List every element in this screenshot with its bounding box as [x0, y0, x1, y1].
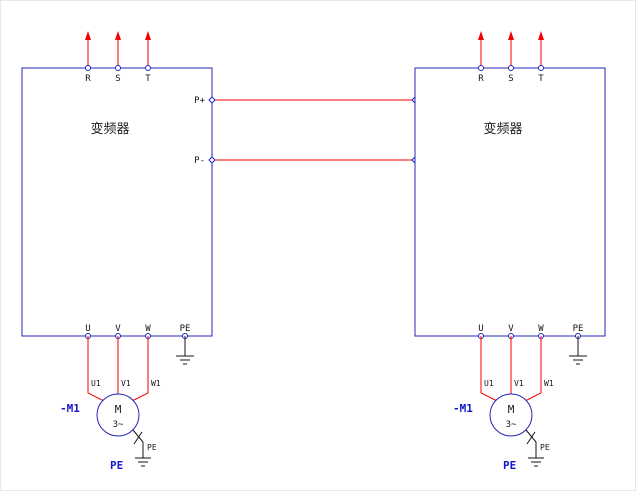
terminal-label-v: V: [115, 324, 121, 334]
inverter-label: 变频器: [483, 121, 522, 137]
motor-pe-line: [132, 429, 144, 443]
terminal-label-u: U: [85, 324, 90, 334]
motor-wire-w: [131, 336, 149, 402]
motor-letter: M: [115, 403, 122, 416]
p-plus-label-left: P+: [194, 96, 205, 106]
dc-terminal-p-plus-left: [208, 96, 216, 104]
inverter-label: 变频器: [90, 121, 129, 137]
motor-circle: [96, 393, 140, 437]
motor-pe-tap-label: PE: [540, 443, 550, 452]
motor-pe-ground-label: PE: [503, 459, 516, 472]
terminal-dot-r: [478, 65, 484, 71]
dc-terminal-p-minus-left: [208, 156, 216, 164]
terminal-label-r: R: [478, 74, 484, 84]
motor-pe-slash-icon: [133, 431, 143, 445]
motor-pe-tap-label: PE: [147, 443, 157, 452]
motor-wire-label-w1: W1: [151, 379, 161, 388]
motor-letter: M: [508, 403, 515, 416]
supply-arrow-t-icon: [145, 31, 151, 40]
inverter-left: 变频器 R S T U V W PE U1 V1 W1 M 3~ -M1: [21, 31, 213, 472]
motor-wire-label-u1: U1: [91, 379, 101, 388]
motor-wire-u: [480, 336, 498, 402]
inverter-box: [21, 67, 213, 337]
terminal-label-w: W: [145, 324, 151, 334]
inverter-box: [414, 67, 606, 337]
motor-wire-label-w1: W1: [544, 379, 554, 388]
motor-tag: -M1: [453, 402, 473, 415]
terminal-label-s: S: [115, 74, 120, 84]
motor-pe-line: [525, 429, 537, 443]
motor-circle: [489, 393, 533, 437]
supply-arrow-r-icon: [478, 31, 484, 40]
terminal-label-w: W: [538, 324, 544, 334]
supply-arrow-r-icon: [85, 31, 91, 40]
motor-pe-slash-icon: [526, 431, 536, 445]
terminal-label-t: T: [538, 74, 544, 84]
motor-wire-label-u1: U1: [484, 379, 494, 388]
motor-wire-u: [87, 336, 105, 402]
terminal-label-t: T: [145, 74, 151, 84]
motor-pe-ground-label: PE: [110, 459, 123, 472]
terminal-label-u: U: [478, 324, 483, 334]
motor-tag: -M1: [60, 402, 80, 415]
motor-wire-label-v1: V1: [121, 379, 131, 388]
motor-wire-label-v1: V1: [514, 379, 524, 388]
motor-wire-w: [524, 336, 542, 402]
motor-earth-symbol-icon: [528, 457, 544, 467]
supply-arrow-s-icon: [508, 31, 514, 40]
terminal-label-v: V: [508, 324, 514, 334]
terminal-dot-r: [85, 65, 91, 71]
motor-phase: 3~: [113, 420, 124, 430]
terminal-label-r: R: [85, 74, 91, 84]
motor-earth-symbol-icon: [135, 457, 151, 467]
terminal-label-pe: PE: [180, 324, 191, 334]
supply-arrow-s-icon: [115, 31, 121, 40]
terminal-dot-t: [145, 65, 151, 71]
earth-symbol-icon: [176, 355, 194, 365]
terminal-dot-t: [538, 65, 544, 71]
earth-symbol-icon: [569, 355, 587, 365]
p-minus-label-left: P-: [194, 156, 205, 166]
supply-arrow-t-icon: [538, 31, 544, 40]
motor-phase: 3~: [506, 420, 517, 430]
inverter-right: 变频器 R S T U V W PE U1 V1 W1 M 3~ -M1: [414, 31, 606, 472]
terminal-label-s: S: [508, 74, 513, 84]
terminal-label-pe: PE: [573, 324, 584, 334]
dc-bus-link: P+ P+ P- P-: [194, 96, 432, 166]
terminal-dot-s: [508, 65, 514, 71]
terminal-dot-s: [115, 65, 121, 71]
